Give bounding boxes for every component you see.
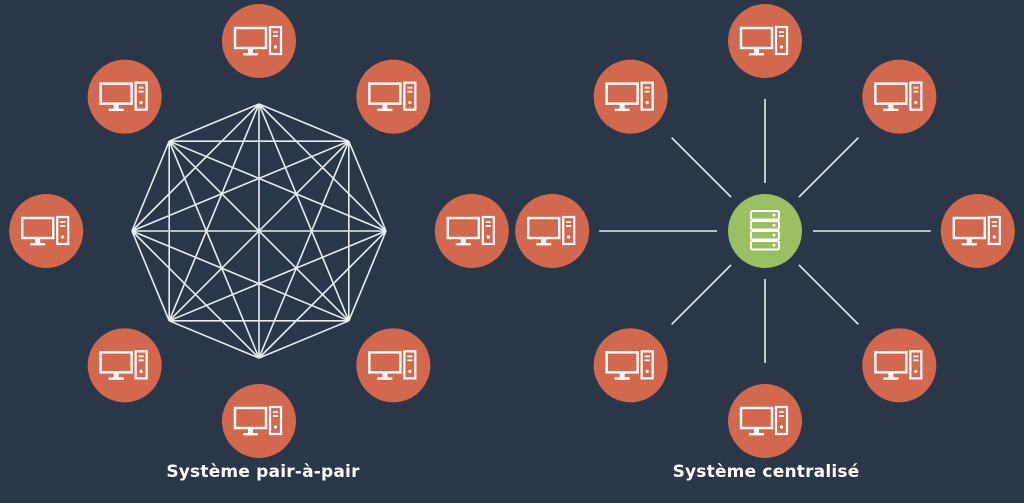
peer-node (87, 59, 162, 134)
mesh-links (131, 103, 387, 359)
desktop-computer-icon (605, 81, 654, 112)
desktop-computer-icon (605, 350, 654, 380)
peer-node (434, 194, 509, 268)
peer-node (222, 384, 296, 458)
server-icon (750, 210, 780, 251)
desktop-computer-icon (233, 25, 283, 56)
star-link (798, 137, 859, 198)
client-node (593, 328, 668, 403)
mesh-link (168, 103, 260, 142)
centralized-diagram (515, 4, 1015, 458)
desktop-computer-icon (233, 405, 283, 436)
mesh-link (348, 140, 387, 232)
desktop-computer-icon (527, 215, 576, 246)
desktop-computer-icon (739, 405, 789, 436)
mesh-link (168, 140, 350, 322)
desktop-computer-icon (368, 81, 417, 112)
star-link (671, 264, 732, 325)
peer-nodes (9, 4, 509, 458)
desktop-computer-icon (21, 215, 70, 246)
star-link (671, 137, 732, 198)
centralized-caption: Système centralisé (672, 462, 860, 482)
mesh-link (168, 140, 260, 359)
server-hub (728, 194, 802, 268)
peer-node (87, 328, 162, 403)
client-node (728, 4, 802, 78)
mesh-link (168, 320, 260, 359)
peer-to-peer-caption: Système pair-à-pair (166, 462, 360, 482)
peer-node (222, 4, 296, 78)
mesh-link (168, 140, 387, 232)
mesh-link (131, 230, 170, 322)
client-nodes (515, 4, 1015, 458)
desktop-computer-icon (99, 350, 148, 380)
client-node (862, 328, 937, 403)
mesh-link (131, 230, 260, 359)
desktop-computer-icon (952, 215, 1001, 246)
desktop-computer-icon (739, 25, 789, 56)
mesh-link (348, 230, 387, 322)
client-node (940, 194, 1015, 268)
desktop-computer-icon (874, 350, 923, 380)
star-link (798, 264, 859, 325)
peer-node (356, 59, 431, 134)
mesh-link (131, 140, 350, 232)
star-links (599, 99, 931, 363)
client-node (515, 194, 590, 268)
desktop-computer-icon (99, 81, 148, 112)
mesh-link (131, 140, 170, 232)
client-node (593, 59, 668, 134)
mesh-link (168, 230, 387, 322)
desktop-computer-icon (446, 215, 495, 246)
client-node (728, 384, 802, 458)
peer-node (9, 194, 84, 268)
desktop-computer-icon (368, 350, 417, 380)
mesh-link (168, 103, 260, 322)
mesh-link (258, 140, 350, 359)
mesh-link (131, 230, 350, 322)
desktop-computer-icon (874, 81, 923, 112)
mesh-link (258, 103, 350, 322)
peer-to-peer-diagram (9, 4, 509, 458)
mesh-link (258, 320, 350, 359)
mesh-link (258, 103, 350, 142)
peer-node (356, 328, 431, 403)
client-node (862, 59, 937, 134)
